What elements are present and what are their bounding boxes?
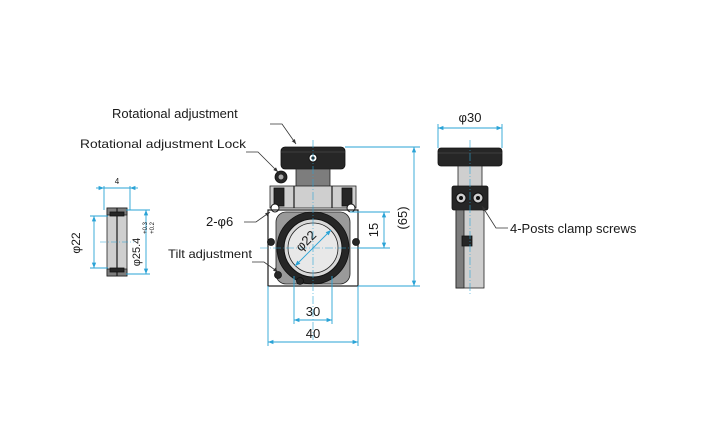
side-tol-lower-label: +0.2: [150, 221, 156, 234]
front-30-label: 30: [306, 304, 320, 319]
side-width-label: 4: [115, 177, 120, 186]
callout-rotational-adjustment: Rotational adjustment: [112, 106, 238, 121]
side-view: 4 φ22 φ25.4 +0.3 +0.2: [69, 177, 156, 277]
callout-posts-clamp-screws: 4-Posts clamp screws: [510, 221, 637, 236]
front-65-label: (65): [395, 206, 410, 229]
front-view: φ22 15 (65) 30 40: [244, 123, 420, 346]
front-40-label: 40: [306, 326, 320, 341]
side-tol-upper-label: +0.3: [143, 221, 149, 234]
side-phi25-label: φ25.4: [131, 238, 143, 267]
callout-rotational-adjustment-lock: Rotational adjustment Lock: [80, 137, 247, 151]
callout-tilt-adjustment: Tilt adjustment: [168, 247, 253, 261]
side-phi22-label: φ22: [69, 232, 83, 253]
callout-holes: 2-φ6: [206, 214, 233, 229]
right-phi30-label: φ30: [459, 110, 482, 125]
front-15-label: 15: [366, 223, 381, 237]
right-view: φ30: [437, 110, 508, 295]
